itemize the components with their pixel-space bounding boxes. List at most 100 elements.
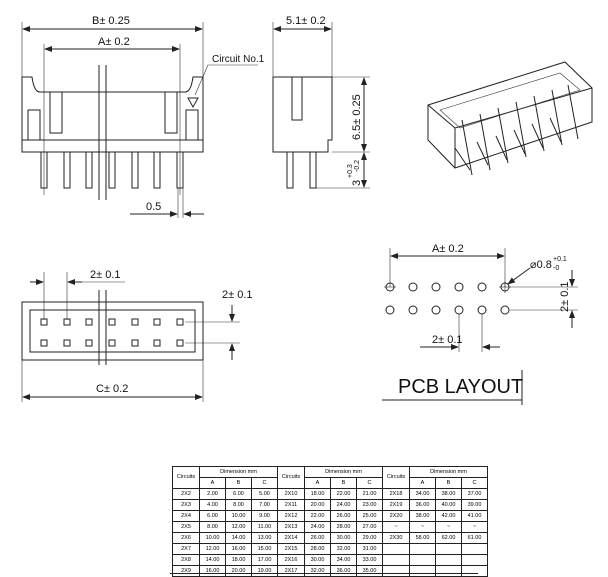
dimension-cell: 6.00	[199, 510, 226, 522]
dimension-cell: 29.00	[356, 532, 383, 544]
dimension-cell: 9.00	[251, 510, 278, 522]
dimension-cell	[435, 565, 462, 577]
pin1-triangle-icon	[187, 97, 199, 109]
header-dimension: Dimension mm	[409, 466, 488, 478]
dimension-table: Circuits Dimension mm Circuits Dimension…	[172, 466, 488, 577]
dimension-cell: 5.00	[251, 488, 278, 500]
circuit-cell: 2X19	[382, 499, 410, 511]
dim-row-label: 2± 0.1	[222, 289, 253, 301]
dimension-cell	[409, 565, 436, 577]
dimension-cell: 28.00	[304, 543, 331, 555]
circuit-cell: 2X13	[277, 521, 305, 533]
col-c: C	[461, 477, 488, 489]
bottom-view: 2± 0.1 2± 0.1 C± 0.2	[21, 269, 253, 402]
circuit-cell: 2X12	[277, 510, 305, 522]
dimension-cell: 13.00	[251, 532, 278, 544]
header-circuits: Circuits	[172, 466, 200, 489]
dim-width-label: 5.1± 0.2	[286, 15, 326, 27]
dim-a-label: A± 0.2	[98, 36, 130, 48]
dimension-cell: 14.00	[199, 554, 226, 566]
circuit-cell: 2X30	[382, 532, 410, 544]
dimension-cell: 22.00	[330, 488, 357, 500]
header-dimension: Dimension mm	[304, 466, 383, 478]
pcb-holes	[385, 282, 510, 315]
circuit-cell: 2X15	[277, 543, 305, 555]
dimension-cell: 27.00	[356, 521, 383, 533]
dimension-cell: 20.00	[225, 565, 252, 577]
circuit-cell: 2X14	[277, 532, 305, 544]
col-b: B	[435, 477, 462, 489]
dimension-cell: 32.00	[330, 543, 357, 555]
circuit-cell: 2X11	[277, 499, 305, 511]
dimension-cell: 30.00	[330, 532, 357, 544]
col-a: A	[199, 477, 226, 489]
pcb-dim-pitch-label: 2± 0.1	[432, 334, 463, 346]
circuit-no1-label: Circuit No.1	[212, 54, 265, 65]
dimension-cell: 61.00	[461, 532, 488, 544]
dimension-cell: 16.00	[199, 565, 226, 577]
dimension-cell: 7.00	[251, 499, 278, 511]
header-circuits: Circuits	[382, 466, 410, 489]
dim-c-label: C± 0.2	[96, 383, 128, 395]
dimension-cell: 2.00	[199, 488, 226, 500]
dimension-cell	[435, 543, 462, 555]
dimension-cell: 17.00	[251, 554, 278, 566]
col-a: A	[304, 477, 331, 489]
col-a: A	[409, 477, 436, 489]
pcb-dim-a-label: A± 0.2	[432, 243, 464, 255]
circuit-cell: 2X7	[172, 543, 200, 555]
dimension-cell: 18.00	[304, 488, 331, 500]
circuit-cell: 2X17	[277, 565, 305, 577]
dimension-cell: 6.00	[225, 488, 252, 500]
dimension-cell: 14.00	[225, 532, 252, 544]
dimension-cell: 22.00	[304, 510, 331, 522]
col-c: C	[251, 477, 278, 489]
dimension-cell: 58.00	[409, 532, 436, 544]
dimension-cell: 28.00	[330, 521, 357, 533]
dim-pin-tol-minus: -0.2	[354, 160, 361, 172]
dim-pin-tol-plus: +0.3	[347, 164, 354, 178]
circuit-cell	[382, 554, 410, 566]
dimension-cell	[461, 554, 488, 566]
dimension-cell: 10.00	[199, 532, 226, 544]
dimension-cell: 40.00	[435, 499, 462, 511]
circuit-cell	[382, 565, 410, 577]
dimension-cell: 15.00	[251, 543, 278, 555]
dimension-cell: 38.00	[409, 510, 436, 522]
pcb-layout: A± 0.2 ⌀0.8 +0.1 -0 2± 0.1 2± 0.1 PCB LA…	[382, 243, 578, 405]
dimension-cell: 42.00	[435, 510, 462, 522]
dimension-cell: 33.00	[356, 554, 383, 566]
dimension-cell: 35.00	[356, 565, 383, 577]
dimension-cell	[409, 554, 436, 566]
pcb-dim-row-label: 2± 0.1	[559, 281, 571, 312]
col-b: B	[330, 477, 357, 489]
dimension-cell: 24.00	[304, 521, 331, 533]
dimension-cell: 34.00	[409, 488, 436, 500]
dim-b-label: B± 0.25	[92, 15, 130, 27]
dimension-cell: 62.00	[435, 532, 462, 544]
dimension-cell: 19.00	[251, 565, 278, 577]
dimension-cell: 32.00	[304, 565, 331, 577]
circuit-cell: 2X6	[172, 532, 200, 544]
dimension-cell: 37.00	[461, 488, 488, 500]
dimension-cell: 26.00	[304, 532, 331, 544]
pin-width-label: 0.5	[146, 201, 161, 213]
dimension-cell	[409, 543, 436, 555]
divider	[170, 573, 478, 574]
dimension-cell: ~	[409, 521, 436, 533]
hole-tol-minus: -0	[553, 265, 559, 272]
dim-height-label: 6.5± 0.25	[351, 94, 363, 140]
hole-dia-label: ⌀0.8	[530, 259, 552, 271]
dimension-cell: 26.00	[330, 510, 357, 522]
header-circuits: Circuits	[277, 466, 305, 489]
pin-grid	[40, 318, 184, 347]
dimension-cell: 25.00	[356, 510, 383, 522]
dimension-cell: 21.00	[356, 488, 383, 500]
dimension-cell: 23.00	[356, 499, 383, 511]
